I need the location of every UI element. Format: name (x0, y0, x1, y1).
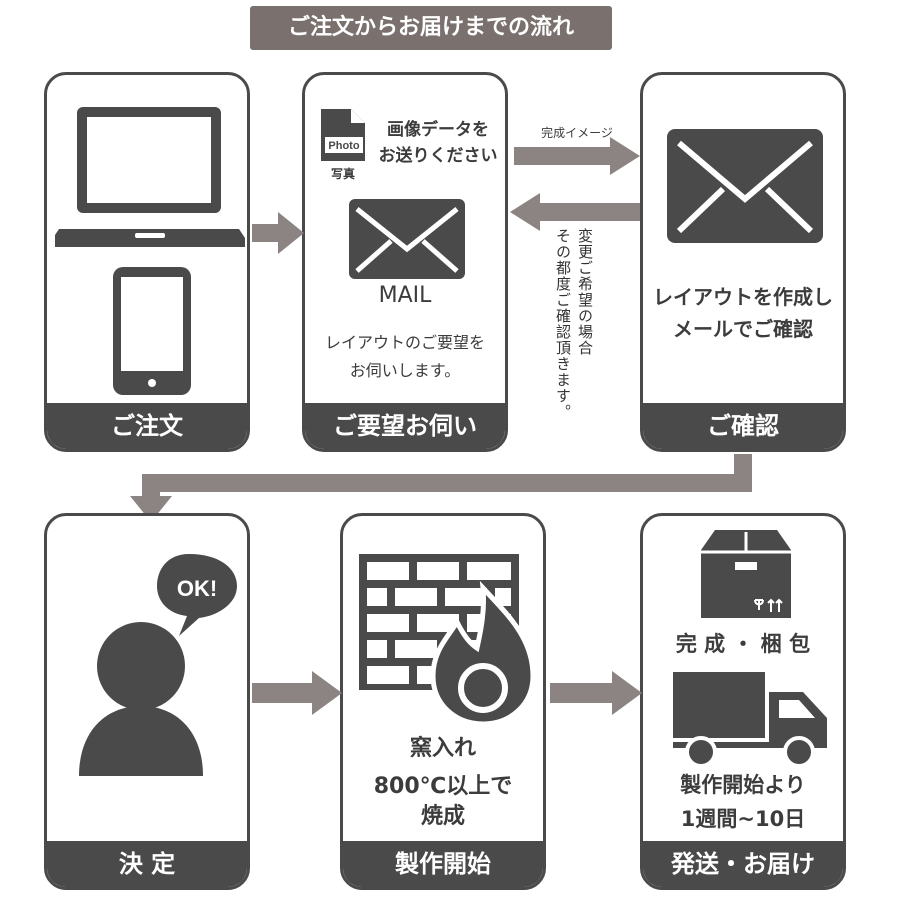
arrow-right-icon (252, 212, 304, 254)
step-production-label: 製作開始 (343, 841, 543, 887)
image-arrow-label: 完成イメージ (541, 126, 613, 140)
step-production-card: 窯入れ 800℃以上で 焼成 製作開始 (340, 513, 546, 890)
connector-arrow-icon (130, 454, 752, 522)
box-icon (701, 530, 791, 618)
delivery-description: 製作開始より 1週間~10日 (680, 773, 806, 831)
delivery-line1: 完 成 ・ 梱 包 (675, 632, 811, 656)
photo-file-icon: Photo (321, 109, 365, 161)
arrow-left-icon (510, 193, 640, 231)
step-decide-label: 決 定 (47, 841, 247, 887)
photo-badge: Photo (328, 140, 359, 152)
photo-caption: 写真 (330, 167, 355, 181)
step-decide-card: OK! 決 定 (44, 513, 250, 890)
mail-icon (667, 129, 823, 243)
flow-title: ご注文からお届けまでの流れ (250, 6, 612, 50)
person-ok-icon: OK! (79, 554, 237, 776)
step-delivery-card: 完 成 ・ 梱 包 製作開始より 1週間~10日 発送・お届け (640, 513, 846, 890)
truck-icon (673, 672, 827, 768)
mail-text: MAIL (378, 283, 432, 308)
mail-icon (349, 199, 465, 279)
step-delivery-label: 発送・お届け (643, 841, 843, 887)
arrow-right-icon (514, 137, 640, 175)
change-request-note: 変更ご希望の場合その都度ご確認頂きます。 (554, 228, 594, 420)
step-order-label: ご注文 (47, 403, 247, 449)
request-description: レイアウトのご要望を お伺いします。 (324, 333, 485, 380)
step-order-card: ご注文 (44, 72, 250, 452)
send-text: 画像データを お送りください (378, 120, 498, 166)
kiln-fire-icon (359, 554, 536, 727)
laptop-tablet-icon (55, 107, 245, 395)
arrow-right-icon (550, 671, 642, 715)
step-request-label: ご要望お伺い (305, 403, 505, 449)
production-description: 窯入れ 800℃以上で 焼成 (373, 736, 513, 829)
confirm-description: レイアウトを作成し メールでご確認 (653, 285, 833, 341)
ok-bubble-text: OK! (177, 576, 217, 601)
step-request-card: Photo 写真 画像データを お送りください MAIL レイアウトのご要望を … (302, 72, 508, 452)
step-confirm-card: レイアウトを作成し メールでご確認 ご確認 (640, 72, 846, 452)
arrow-right-icon (252, 671, 342, 715)
step-confirm-label: ご確認 (643, 403, 843, 449)
